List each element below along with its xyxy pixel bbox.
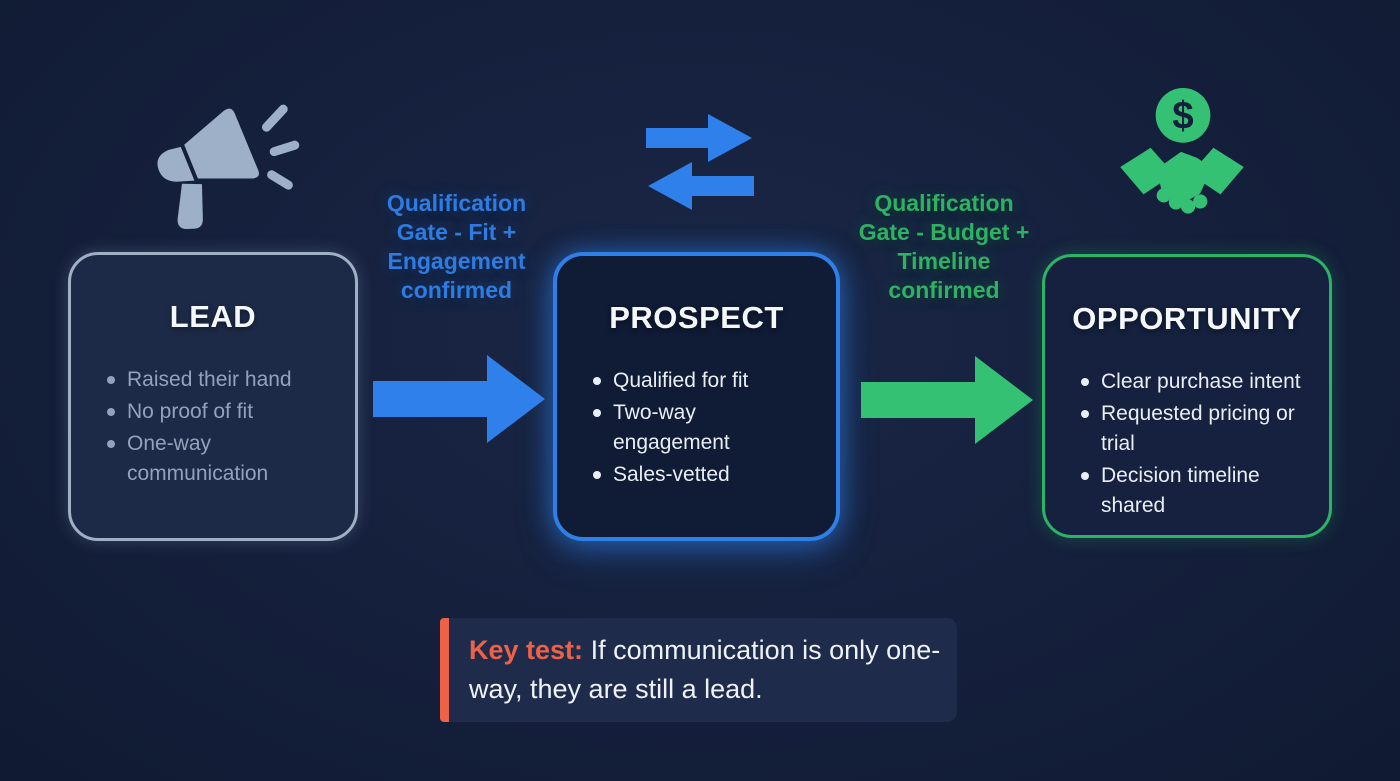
stage-box-prospect: PROSPECT Qualified for fit Two-way engag… bbox=[553, 252, 840, 541]
two-way-arrows-icon bbox=[646, 114, 754, 210]
key-test-text: Key test: If communication is only one-w… bbox=[449, 618, 957, 722]
handshake-dollar-icon: $ bbox=[1120, 88, 1244, 214]
stage-title-prospect: PROSPECT bbox=[609, 300, 784, 335]
stage-bullets-opportunity: Clear purchase intent Requested pricing … bbox=[1045, 367, 1329, 521]
gate-label-fit-engagement: Qualification Gate - Fit + Engagement co… bbox=[369, 189, 544, 305]
bullet-item: Clear purchase intent bbox=[1079, 367, 1305, 397]
bullet-item: Two-way engagement bbox=[591, 398, 763, 458]
stage-bullets-prospect: Qualified for fit Two-way engagement Sal… bbox=[557, 366, 836, 490]
key-test-accent-bar bbox=[440, 618, 449, 722]
dollar-circle bbox=[1155, 88, 1211, 143]
stage-box-opportunity: OPPORTUNITY Clear purchase intent Reques… bbox=[1042, 254, 1332, 538]
gate-line: Qualification bbox=[874, 190, 1014, 216]
bullet-item: No proof of fit bbox=[105, 397, 331, 427]
bullet-item: Requested pricing or trial bbox=[1079, 399, 1305, 459]
bullet-item: One-way communication bbox=[105, 429, 331, 489]
bullet-item: Qualified for fit bbox=[591, 366, 812, 396]
gate-line: Gate - Fit + bbox=[396, 219, 517, 245]
stage-box-lead: LEAD Raised their hand No proof of fit O… bbox=[68, 252, 358, 541]
gate-line: confirmed bbox=[888, 277, 1000, 303]
flow-arrow-lead-to-prospect bbox=[373, 355, 545, 443]
bullet-item: Decision timeline shared bbox=[1079, 461, 1305, 521]
gate-label-budget-timeline: Qualification Gate - Budget + Timeline c… bbox=[849, 189, 1039, 305]
key-test-label: Key test: bbox=[469, 635, 584, 665]
stage-bullets-lead: Raised their hand No proof of fit One-wa… bbox=[71, 365, 355, 489]
gate-line: Gate - Budget + bbox=[858, 219, 1030, 245]
bullet-item: Sales-vetted bbox=[591, 460, 812, 490]
flow-arrow-prospect-to-opportunity bbox=[861, 356, 1033, 444]
bullet-item: Raised their hand bbox=[105, 365, 331, 395]
dollar-sign-icon: $ bbox=[1172, 95, 1193, 138]
gate-line: Qualification bbox=[386, 190, 527, 216]
stage-title-opportunity: OPPORTUNITY bbox=[1072, 301, 1302, 336]
gate-line: confirmed bbox=[400, 277, 513, 303]
key-test-callout: Key test: If communication is only one-w… bbox=[440, 618, 957, 722]
gate-line: Timeline bbox=[897, 248, 991, 274]
gate-line: Engagement bbox=[387, 248, 526, 274]
megaphone-icon bbox=[157, 104, 300, 230]
stage-title-lead: LEAD bbox=[169, 299, 257, 334]
key-test-sentence: If communication is only one-way, they a… bbox=[469, 635, 941, 704]
